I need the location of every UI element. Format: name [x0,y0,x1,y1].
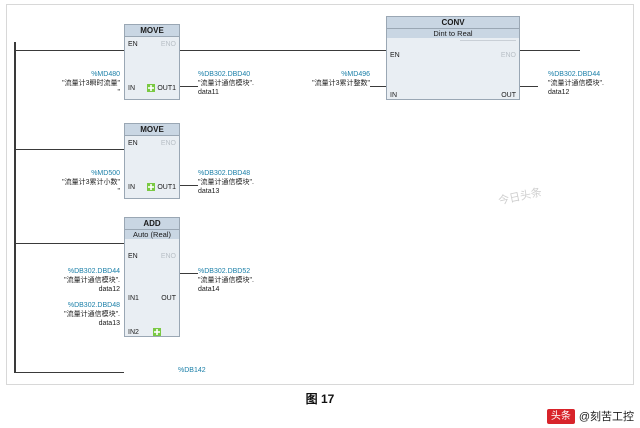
block-move-1-pin-in: IN [128,85,135,92]
block-add-1-pin-in1: IN1 [128,295,139,302]
block-move-1-pin-out1: OUT1 [157,85,176,92]
operand-in1-dbd44[interactable]: %DB302.DBD44 "流量计通信模块". data12 [20,267,120,294]
block-add-1-pin-out: OUT [161,295,176,302]
operand-out-dbd44[interactable]: %DB302.DBD44 "流量计通信模块". data12 [548,70,604,97]
operand-in-md480-comment: "流量计3瞬时流量" [62,80,120,87]
operand-next-db142-address: %DB142 [178,367,206,374]
wire-rung1-in [14,50,124,51]
operand-out-dbd52-comment: "流量计通信模块". [198,277,254,284]
block-add-1-subtitle: Auto (Real) [125,230,179,239]
operand-in-md500-address: %MD500 [91,170,120,177]
operand-in1-dbd44-address: %DB302.DBD44 [67,268,120,275]
block-conv-1-pin-out: OUT [501,92,516,99]
publisher-badge: 头条 [546,408,575,424]
block-move-2[interactable]: MOVE EN ENO IN OUT1 [124,123,180,199]
operand-in-md500[interactable]: %MD500 "流量计3累计小数" " [20,169,120,196]
operand-in-md496-address: %MD496 [341,71,370,78]
block-move-2-pin-en: EN [128,140,138,147]
block-add-1-pin-eno: ENO [160,253,176,260]
block-conv-1[interactable]: CONV Dint to Real EN ENO IN OUT [386,16,520,100]
block-move-2-pin-eno: ENO [160,140,176,147]
operand-out-dbd40-comment: "流量计通信模块". [198,80,254,87]
wire-move1-to-conv [180,50,386,51]
wire-add-out [180,273,198,274]
block-move-2-title: MOVE [125,124,179,136]
block-move-1[interactable]: MOVE EN ENO IN OUT1 [124,24,180,100]
operand-in2-dbd48-comment: "流量计通信模块". [64,311,120,318]
wire-rung4-in [14,372,124,373]
operand-out-dbd52-address: %DB302.DBD52 [198,268,251,275]
operand-in-md496-comment: "流量计3累计整数" [312,80,370,87]
figure-caption: 图 17 [305,392,335,406]
operand-in2-dbd48-value: data13 [98,320,120,327]
insert-parameter-icon-3[interactable] [153,328,161,336]
block-move-2-pin-out1: OUT1 [157,184,176,191]
block-add-1[interactable]: ADD Auto (Real) EN ENO IN1 OUT IN2 [124,217,180,337]
operand-out-dbd52-value: data14 [198,286,220,293]
insert-parameter-icon[interactable] [147,84,155,92]
wire-move2-out [180,185,198,186]
wire-conv-in [370,86,386,87]
operand-out-dbd52[interactable]: %DB302.DBD52 "流量计通信模块". data14 [198,267,254,294]
block-move-1-pin-en: EN [128,41,138,48]
operand-in2-dbd48[interactable]: %DB302.DBD48 "流量计通信模块". data13 [20,301,120,328]
operand-in1-dbd44-comment: "流量计通信模块". [64,277,120,284]
operand-in-md480-address: %MD480 [91,71,120,78]
operand-out-dbd44-comment: "流量计通信模块". [548,80,604,87]
operand-out-dbd48[interactable]: %DB302.DBD48 "流量计通信模块". data13 [198,169,254,196]
operand-in1-dbd44-value: data12 [98,286,120,293]
publisher-name: @刻苦工控 [578,411,634,423]
block-conv-1-title: CONV [387,17,519,29]
wire-conv-rung-out [520,50,580,51]
operand-out-dbd40[interactable]: %DB302.DBD40 "流量计通信模块". data11 [198,70,254,97]
operand-out-dbd44-value: data12 [548,89,570,96]
block-move-1-pin-eno: ENO [160,41,176,48]
publisher-logo: 头条 @刻苦工控 [546,408,634,424]
operand-in2-dbd48-address: %DB302.DBD48 [67,302,120,309]
operand-in-md480-value2: " [117,89,121,96]
block-add-1-pin-en: EN [128,253,138,260]
block-add-1-pin-in2: IN2 [128,329,139,336]
block-conv-1-pin-in: IN [390,92,397,99]
block-move-2-pin-in: IN [128,184,135,191]
block-conv-1-pin-eno: ENO [500,52,516,59]
wire-rung3-in [14,243,124,244]
block-conv-1-pin-en: EN [390,52,400,59]
operand-in-md496[interactable]: %MD496 "流量计3累计整数" [290,70,370,88]
insert-parameter-icon-2[interactable] [147,183,155,191]
operand-in-md480[interactable]: %MD480 "流量计3瞬时流量" " [20,70,120,97]
diagram-frame [6,4,634,385]
operand-out-dbd48-value: data13 [198,188,220,195]
block-move-1-title: MOVE [125,25,179,37]
operand-out-dbd40-value: data11 [198,89,219,96]
wire-move1-out [180,86,198,87]
block-conv-1-subtitle: Dint to Real [387,29,519,38]
operand-out-dbd44-address: %DB302.DBD44 [548,71,601,78]
block-add-1-title: ADD [125,218,179,230]
operand-out-dbd40-address: %DB302.DBD40 [198,71,251,78]
wire-conv-eno [460,40,516,41]
wire-rung2-in [14,149,124,150]
wire-conv-out [520,86,538,87]
operand-out-dbd48-address: %DB302.DBD48 [198,170,251,177]
operand-out-dbd48-comment: "流量计通信模块". [198,179,254,186]
operand-next-db142[interactable]: %DB142 [178,366,206,375]
power-rail [14,42,16,372]
operand-in-md500-quote: " [117,188,121,195]
operand-in-md500-comment: "流量计3累计小数" [62,179,120,186]
